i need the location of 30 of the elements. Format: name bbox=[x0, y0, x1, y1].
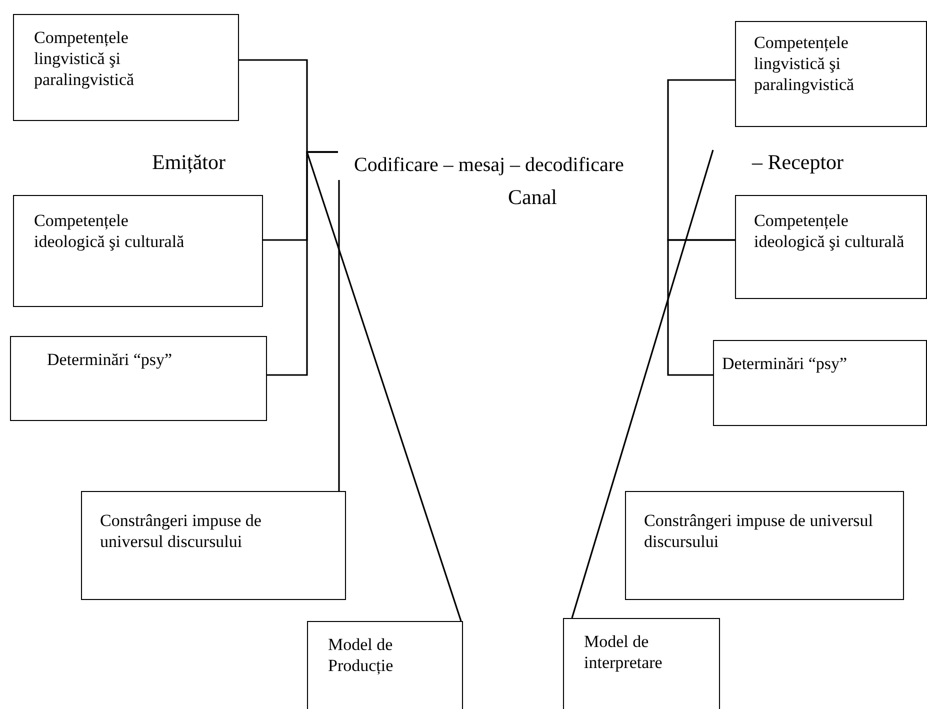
text-box bbox=[735, 21, 927, 127]
box-text: Competențele lingvistică şi paralingvistică bbox=[754, 32, 856, 95]
box-text: Model de Producție bbox=[328, 634, 394, 676]
text-box bbox=[735, 195, 927, 299]
text-box bbox=[81, 491, 346, 600]
connector-line bbox=[267, 151, 338, 376]
connector-line bbox=[667, 79, 735, 241]
box-text: Competențele ideologică şi culturală bbox=[34, 210, 186, 252]
text-box bbox=[713, 340, 927, 426]
role-label: – Receptor bbox=[752, 150, 844, 175]
box-text: Determinări “psy” bbox=[47, 349, 174, 370]
connector-line bbox=[667, 239, 735, 376]
connector-line bbox=[306, 152, 462, 622]
box-text: Determinări “psy” bbox=[722, 353, 848, 374]
connector-line bbox=[571, 150, 714, 618]
box-text: Constrângeri impuse de universul discursului bbox=[100, 510, 262, 552]
text-box bbox=[563, 618, 720, 709]
box-text: Competențele lingvistică şi paralingvistică bbox=[34, 27, 136, 90]
box-text: Competențele ideologică şi culturală bbox=[754, 210, 906, 252]
text-box bbox=[307, 621, 463, 709]
role-label: Canal bbox=[508, 185, 557, 210]
text-box bbox=[10, 336, 267, 421]
process-label: Codificare – mesaj – decodificare bbox=[354, 155, 625, 176]
connector-line bbox=[338, 180, 340, 491]
role-label: Emițător bbox=[152, 150, 226, 175]
box-text: Model de interpretare bbox=[584, 631, 664, 673]
text-box bbox=[625, 491, 904, 600]
text-box bbox=[13, 195, 263, 307]
text-box bbox=[13, 14, 239, 121]
box-text: Constrângeri impuse de universul discursului bbox=[644, 510, 873, 552]
